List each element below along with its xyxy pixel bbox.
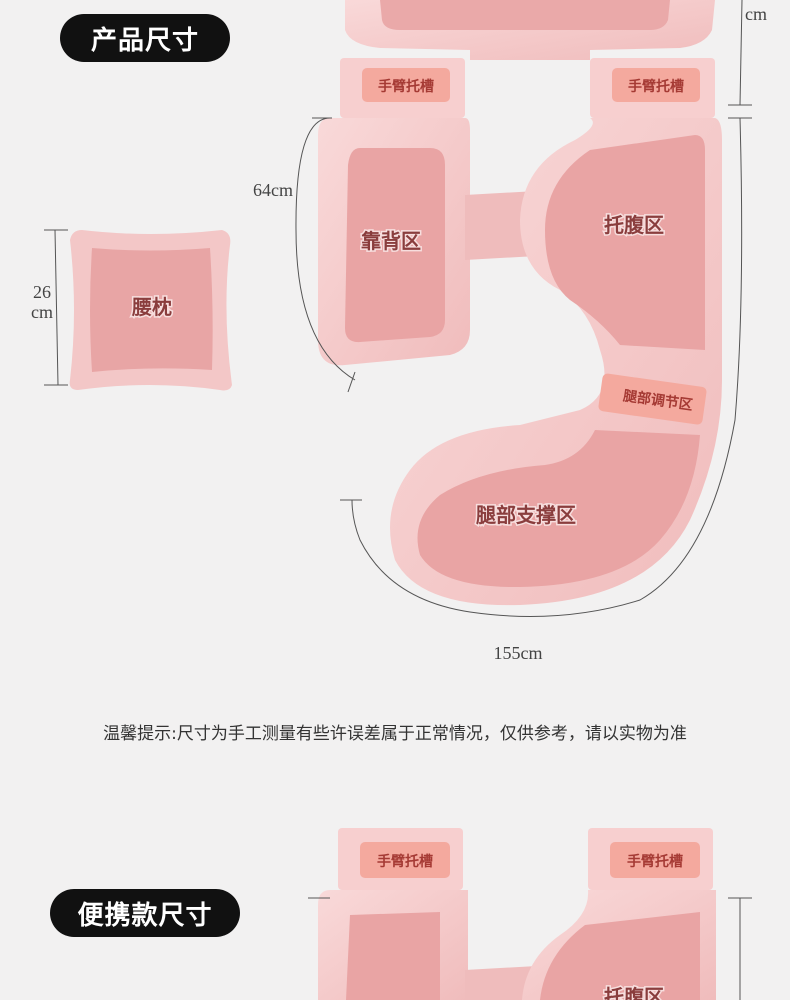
arm-slot-right-label: 手臂托槽 <box>628 78 684 95</box>
size-note: 温馨提示:尺寸为手工测量有些许误差属于正常情况，仅供参考，请以实物为准 <box>103 724 687 744</box>
section-title-product-size: 产品尺寸 <box>60 14 230 62</box>
top-right-dimension-unit: cm <box>745 4 767 24</box>
belly-zone-label: 托腹区 <box>604 213 664 237</box>
portable-arm-slot-left-label: 手臂托槽 <box>377 853 433 870</box>
pillow-height-value: 26 <box>33 282 51 302</box>
back-zone-label: 靠背区 <box>361 229 421 253</box>
leg-support-zone-label: 腿部支撑区 <box>476 503 576 527</box>
pillow-height-unit: cm <box>31 302 53 322</box>
lumbar-pillow-label: 腰枕 <box>131 295 172 319</box>
portable-arm-slot-right-label: 手臂托槽 <box>627 853 683 870</box>
arm-slot-left-label: 手臂托槽 <box>378 78 434 95</box>
bottom-dimension: 155cm <box>494 643 543 663</box>
side-dimension: 64cm <box>253 180 293 200</box>
section-title-portable-size: 便携款尺寸 <box>50 889 240 937</box>
portable-belly-zone-label: 托腹区 <box>604 985 664 1000</box>
